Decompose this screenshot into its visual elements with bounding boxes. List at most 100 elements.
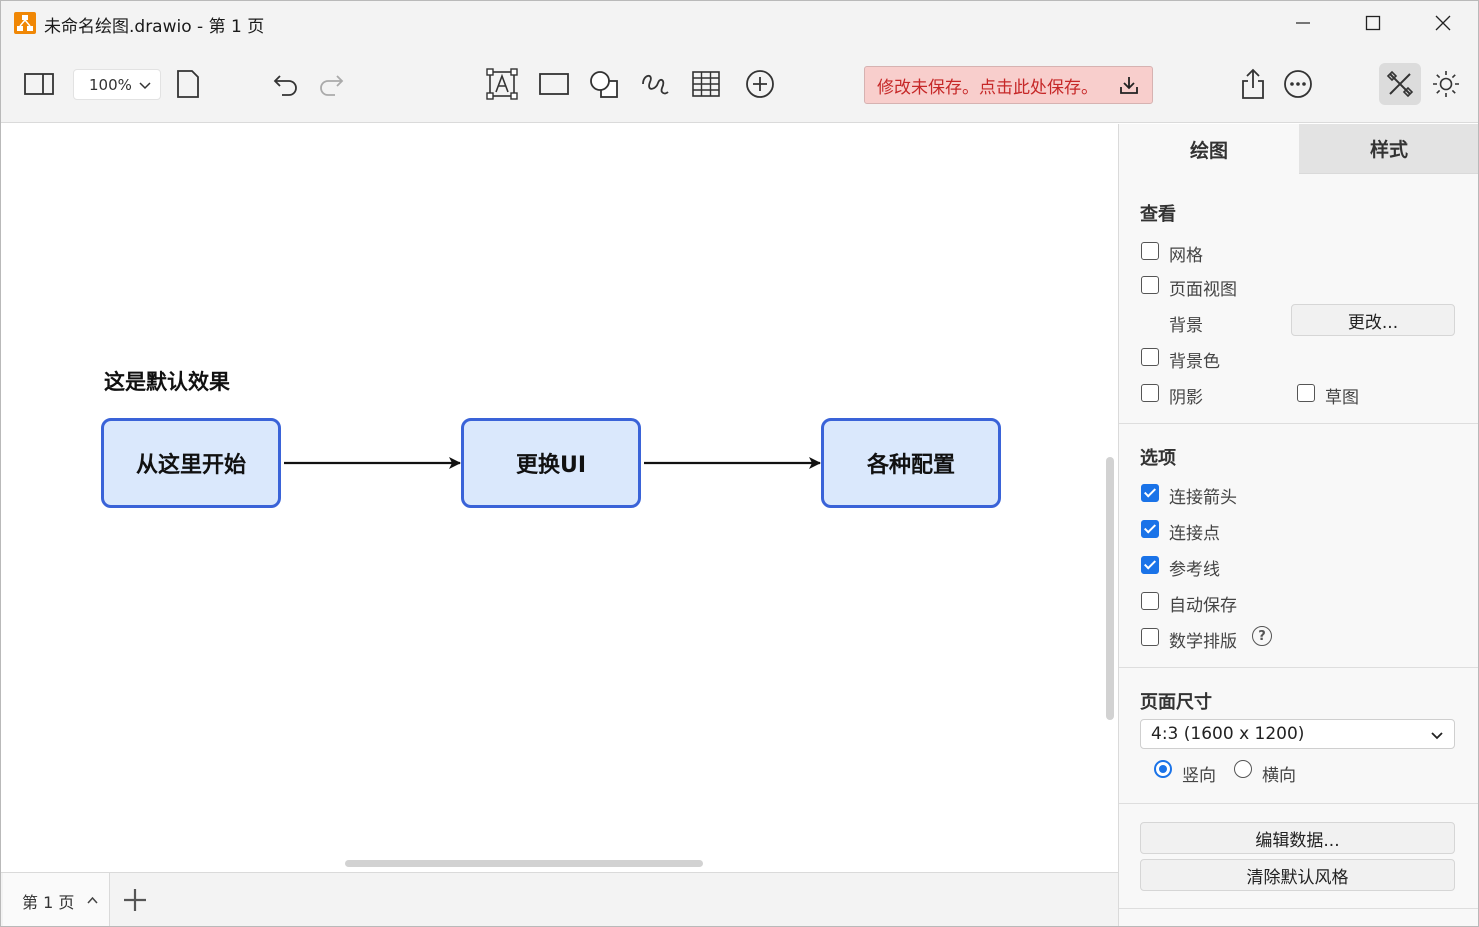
guides-label: 参考线 xyxy=(1169,560,1220,580)
unsaved-changes-text: 修改未保存。点击此处保存。 xyxy=(877,77,1098,98)
insert-text-button[interactable] xyxy=(485,67,519,101)
add-page-button[interactable] xyxy=(122,887,148,913)
freehand-button[interactable] xyxy=(638,67,672,101)
format-tools-icon xyxy=(1386,70,1414,98)
maximize-icon xyxy=(1365,15,1381,31)
chevron-down-icon xyxy=(139,82,151,90)
canvas-text-label[interactable]: 这是默认效果 xyxy=(104,370,230,394)
page-setup-button[interactable] xyxy=(171,67,205,101)
portrait-label: 竖向 xyxy=(1182,766,1216,786)
tab-diagram[interactable]: 绘图 xyxy=(1119,124,1299,174)
options-section-title: 选项 xyxy=(1140,448,1176,469)
node-start[interactable]: 从这里开始 xyxy=(101,418,281,508)
rectangle-icon xyxy=(539,73,569,95)
autosave-label: 自动保存 xyxy=(1169,596,1237,616)
sketch-checkbox[interactable] xyxy=(1297,384,1315,402)
format-panel-button[interactable] xyxy=(1379,63,1421,105)
window-title: 未命名绘图.drawio - 第 1 页 xyxy=(44,17,265,37)
connection-arrows-checkbox[interactable] xyxy=(1141,484,1159,502)
text-icon xyxy=(486,68,518,100)
drawio-logo-icon xyxy=(14,12,36,34)
redo-icon xyxy=(320,75,344,96)
page-icon xyxy=(177,70,199,98)
tab-style[interactable]: 样式 xyxy=(1299,124,1478,174)
clear-default-style-button[interactable]: 清除默认风格 xyxy=(1140,859,1455,891)
connection-points-label: 连接点 xyxy=(1169,524,1220,544)
background-label: 背景 xyxy=(1169,316,1203,336)
plus-icon xyxy=(124,889,146,911)
redo-button[interactable] xyxy=(314,67,348,101)
download-icon xyxy=(1120,77,1138,94)
shadow-label: 阴影 xyxy=(1169,388,1203,408)
insert-table-button[interactable] xyxy=(689,67,723,101)
toggle-sidebar-button[interactable] xyxy=(22,67,56,101)
section-divider xyxy=(1119,423,1478,424)
autosave-checkbox[interactable] xyxy=(1141,592,1159,610)
title-bar: 未命名绘图.drawio - 第 1 页 xyxy=(1,1,1478,45)
math-typesetting-label: 数学排版 xyxy=(1169,632,1237,652)
horizontal-scrollbar[interactable] xyxy=(345,860,703,867)
insert-rectangle-button[interactable] xyxy=(537,67,571,101)
toolbar: 100% 修改未保存。点击此处保存。 xyxy=(1,45,1478,123)
grid-label: 网格 xyxy=(1169,246,1203,266)
help-icon[interactable]: ? xyxy=(1252,626,1272,646)
share-icon xyxy=(1242,68,1264,99)
grid-checkbox[interactable] xyxy=(1141,242,1159,260)
change-background-button[interactable]: 更改... xyxy=(1291,304,1455,336)
connection-points-checkbox[interactable] xyxy=(1141,520,1159,538)
edit-data-button[interactable]: 编辑数据... xyxy=(1140,822,1455,854)
view-section-title: 查看 xyxy=(1140,204,1176,225)
background-color-label: 背景色 xyxy=(1169,352,1220,372)
page-view-label: 页面视图 xyxy=(1169,280,1237,300)
chevron-up-icon xyxy=(87,896,98,904)
undo-button[interactable] xyxy=(269,67,303,101)
section-divider xyxy=(1119,908,1478,909)
unsaved-changes-banner[interactable]: 修改未保存。点击此处保存。 xyxy=(864,66,1153,104)
guides-checkbox[interactable] xyxy=(1141,556,1159,574)
close-icon xyxy=(1435,15,1451,31)
math-typesetting-checkbox[interactable] xyxy=(1141,628,1159,646)
more-options-button[interactable] xyxy=(1281,67,1315,101)
landscape-radio[interactable] xyxy=(1234,760,1252,778)
insert-more-button[interactable] xyxy=(743,67,777,101)
minimize-icon xyxy=(1296,22,1310,24)
sidebar-panel-icon xyxy=(24,73,54,95)
section-divider xyxy=(1119,803,1478,804)
freehand-icon xyxy=(642,74,669,95)
page-tabs-bar: 第 1 页 xyxy=(1,872,1118,926)
sketch-label: 草图 xyxy=(1325,388,1359,408)
connector-layer xyxy=(284,457,821,469)
page-tab-1[interactable]: 第 1 页 xyxy=(3,873,110,926)
section-divider xyxy=(1119,667,1478,668)
share-button[interactable] xyxy=(1236,67,1270,101)
more-horizontal-icon xyxy=(1284,70,1312,98)
shadow-checkbox[interactable] xyxy=(1141,384,1159,402)
vertical-scrollbar[interactable] xyxy=(1106,457,1114,720)
background-color-checkbox[interactable] xyxy=(1141,348,1159,366)
theme-toggle-button[interactable] xyxy=(1429,67,1463,101)
minimize-button[interactable] xyxy=(1268,1,1338,45)
page-tab-label: 第 1 页 xyxy=(22,893,75,912)
page-size-select[interactable]: 4:3 (1600 x 1200) xyxy=(1140,719,1455,749)
format-panel: 绘图 样式 查看 网格 页面视图 背景 更改... 背景色 阴影 草图 选项 连… xyxy=(1118,124,1478,926)
close-button[interactable] xyxy=(1408,1,1478,45)
zoom-value: 100% xyxy=(89,75,132,94)
shapes-icon xyxy=(590,71,618,98)
diagram-canvas[interactable]: 这是默认效果 从这里开始 更换UI 各种配置 xyxy=(1,124,1118,872)
chevron-down-icon xyxy=(1431,732,1443,740)
page-size-section-title: 页面尺寸 xyxy=(1140,692,1212,713)
undo-icon xyxy=(273,75,297,96)
zoom-select[interactable]: 100% xyxy=(73,69,161,100)
connection-arrows-label: 连接箭头 xyxy=(1169,488,1237,508)
node-change-ui[interactable]: 更换UI xyxy=(461,418,641,508)
page-size-value: 4:3 (1600 x 1200) xyxy=(1151,724,1305,744)
landscape-label: 横向 xyxy=(1262,766,1296,786)
maximize-button[interactable] xyxy=(1338,1,1408,45)
portrait-radio[interactable] xyxy=(1154,760,1172,778)
insert-shapes-button[interactable] xyxy=(587,67,621,101)
table-icon xyxy=(692,71,720,97)
node-configs[interactable]: 各种配置 xyxy=(821,418,1001,508)
page-view-checkbox[interactable] xyxy=(1141,276,1159,294)
add-circle-icon xyxy=(746,70,774,98)
